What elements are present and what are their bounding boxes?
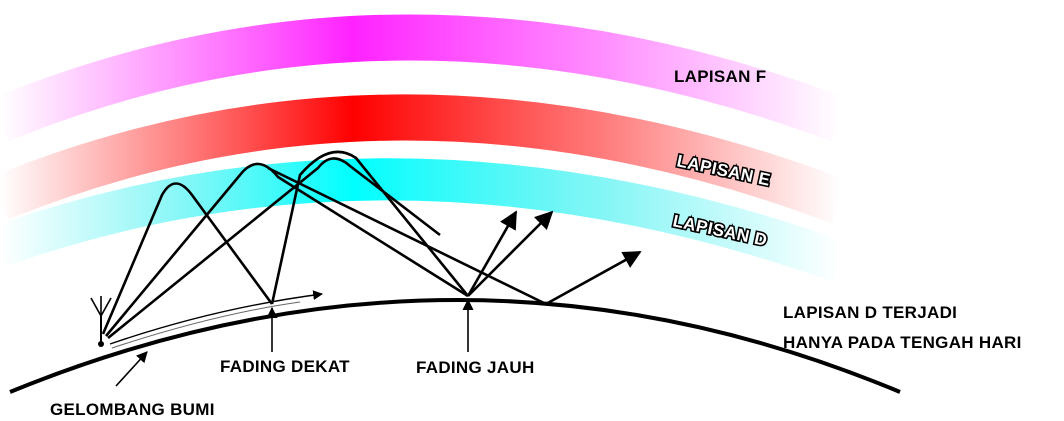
sky-wave-path-3 xyxy=(107,157,441,340)
escape-wave-2 xyxy=(467,210,554,297)
escape-wave-1 xyxy=(466,210,518,297)
sky-wave-path-2 xyxy=(105,162,469,337)
layer-f-band xyxy=(0,14,849,142)
ground-wave-path xyxy=(109,290,323,345)
sky-wave-path-5 xyxy=(267,166,547,306)
note-line-1: LAPISAN D TERJADI xyxy=(783,303,957,322)
label-layer-f: LAPISAN F xyxy=(674,67,766,86)
layer-d-band xyxy=(0,158,848,282)
escape-wave-3 xyxy=(545,250,642,306)
ground-wave-path-inner xyxy=(111,301,301,349)
label-fading-near: FADING DEKAT xyxy=(220,357,350,376)
sky-wave-path-4 xyxy=(270,150,470,305)
pointer-ground-wave xyxy=(115,351,148,387)
note-line-2: HANYA PADA TENGAH HARI xyxy=(783,333,1022,352)
sky-wave-path-1 xyxy=(101,182,274,335)
layer-e-band xyxy=(0,94,849,224)
label-fading-far: FADING JAUH xyxy=(416,358,535,377)
earth-surface xyxy=(9,298,901,394)
label-ground-wave: GELOMBANG BUMI xyxy=(50,400,215,419)
antenna-icon xyxy=(90,296,112,347)
